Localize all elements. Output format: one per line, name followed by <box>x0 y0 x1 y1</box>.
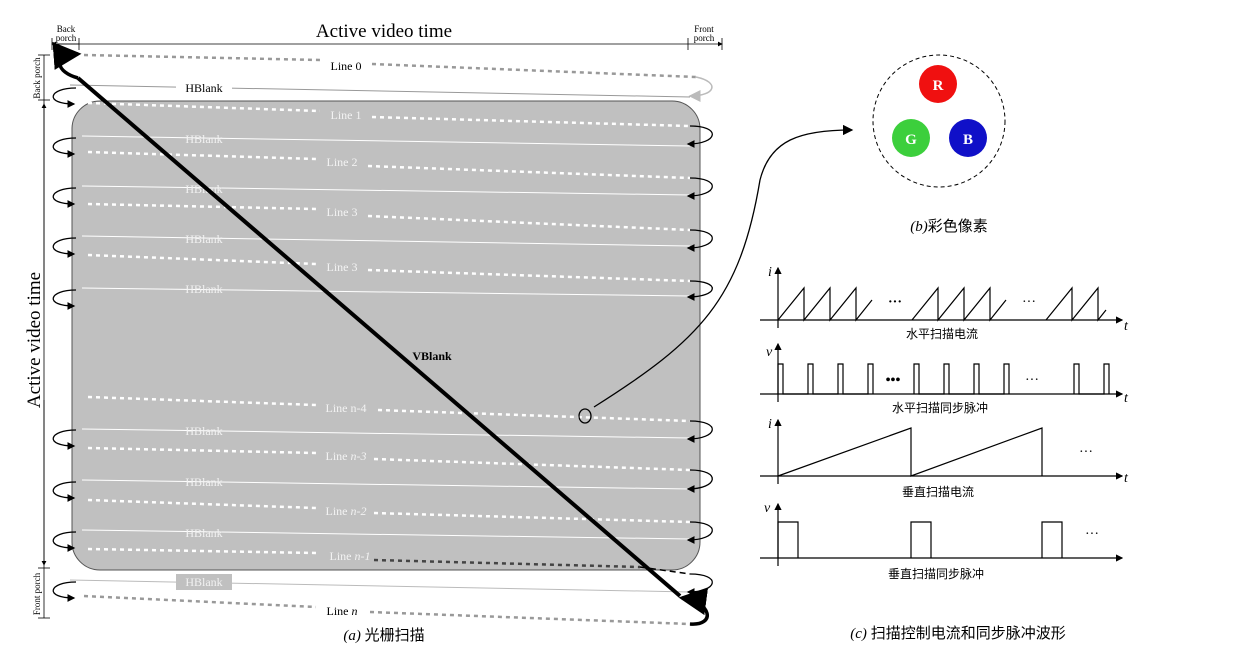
hblank-label-8: HBlank <box>185 575 222 589</box>
left-retrace-loops <box>52 87 77 602</box>
red-label: R <box>933 78 944 94</box>
hblank-label-1: HBlank <box>185 132 222 146</box>
dots-1b: ··· <box>1022 295 1036 310</box>
blue-subpixel <box>949 119 987 157</box>
green-subpixel <box>892 119 930 157</box>
dots-3: ··· <box>1079 445 1093 460</box>
line-n3-label: Line n-3 <box>326 449 367 463</box>
label-vertical-sync-pulse: 垂直扫描同步脉冲 <box>888 566 984 581</box>
caption-c: (c) 扫描控制电流和同步脉冲波形 <box>850 625 1065 642</box>
scan-line-0 <box>83 53 321 62</box>
axis-v-4: v <box>764 501 771 516</box>
line-0-label: Line 0 <box>331 59 362 73</box>
pixel-boundary <box>872 54 1006 188</box>
line-n4-label: Line n-4 <box>326 401 367 415</box>
hblank-box-bottom <box>176 574 232 590</box>
axis-i-1: i <box>768 265 772 280</box>
axis-t-1: t <box>1124 319 1129 334</box>
top-front-porch-label-1: Front <box>694 24 714 34</box>
line-3b-label: Line 3 <box>327 260 358 274</box>
vertical-scan-current-wave <box>760 418 1124 484</box>
raster-scan-panel: Active video time Back porch Front porch… <box>24 21 854 644</box>
green-label: G <box>905 132 917 148</box>
dots-2b: ··· <box>1025 373 1039 388</box>
hblank-label-7: HBlank <box>185 526 222 540</box>
top-back-porch-label-1: Back <box>57 24 76 34</box>
caption-b: (b)彩色像素 <box>910 218 988 235</box>
active-scan-lines <box>81 101 691 555</box>
vblank-label: VBlank <box>412 349 452 363</box>
axis-v-2: v <box>766 345 773 360</box>
color-pixel-panel: R G B (b)彩色像素 <box>872 54 1006 235</box>
label-horizontal-sync-pulse: 水平扫描同步脉冲 <box>892 400 988 415</box>
label-vertical-scan-current: 垂直扫描电流 <box>902 485 974 499</box>
line-1-label: Line 1 <box>331 108 362 122</box>
waveforms-panel <box>760 266 1124 566</box>
horizontal-scan-current-wave <box>760 266 1124 328</box>
side-active-video-label: Active video time <box>24 272 45 408</box>
axis-t-2: t <box>1124 391 1129 406</box>
blue-label: B <box>963 132 973 148</box>
pixel-marker-circle <box>578 408 592 424</box>
horizontal-sync-pulse-wave <box>760 342 1124 402</box>
line-3a-label: Line 3 <box>327 205 358 219</box>
dots-4: ··· <box>1085 527 1099 542</box>
pixel-link-arrow <box>593 124 854 408</box>
line-n-label: Line n <box>327 604 358 618</box>
hblank-label-4: HBlank <box>185 282 222 296</box>
red-subpixel <box>919 65 957 103</box>
top-back-porch-label-2: porch <box>56 33 77 43</box>
side-front-porch-label: Front porch <box>32 572 42 615</box>
right-retrace-loops <box>686 125 713 596</box>
top-front-porch-label-2: porch <box>694 33 715 43</box>
line-n2-label: Line n-2 <box>326 504 367 518</box>
dots-2a: ••• <box>886 373 901 388</box>
axis-t-3: t <box>1124 471 1129 486</box>
vblank-diagonal <box>76 76 682 598</box>
label-horizontal-scan-current: 水平扫描电流 <box>906 327 978 341</box>
vertical-sync-pulse-wave <box>760 502 1124 566</box>
hblank-label-0: HBlank <box>185 81 222 95</box>
hblank-label-3: HBlank <box>185 232 222 246</box>
axis-i-3: i <box>768 417 772 432</box>
scan-line-n <box>83 594 317 609</box>
line-n1-label: Line n-1 <box>330 549 371 563</box>
side-back-porch-label: Back porch <box>32 57 42 99</box>
line-2-label: Line 2 <box>327 155 358 169</box>
dots-1a: ··· <box>888 295 902 310</box>
top-active-video-label: Active video time <box>316 21 452 42</box>
caption-a: (a) 光栅扫描 <box>343 627 424 644</box>
active-video-area <box>71 100 701 571</box>
hblank-label-5: HBlank <box>185 424 222 438</box>
hblank-label-6: HBlank <box>185 475 222 489</box>
